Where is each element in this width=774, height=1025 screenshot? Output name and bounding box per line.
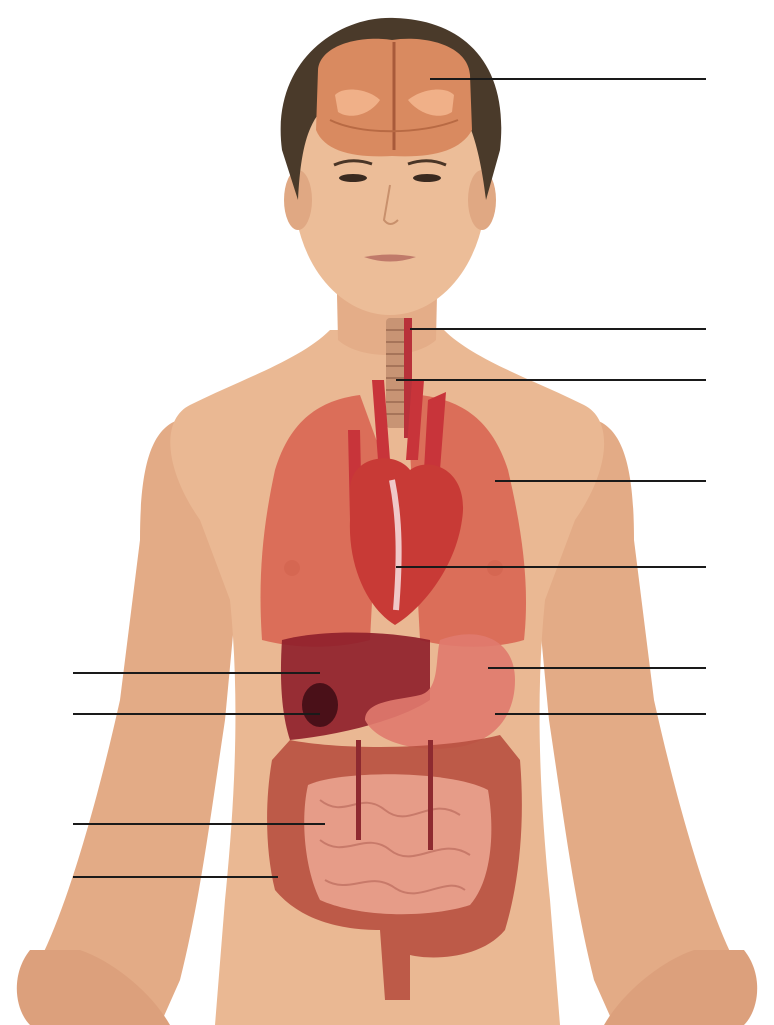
abdominal-vessel-left <box>356 740 361 840</box>
left-eye <box>339 174 367 182</box>
abdominal-vessel-right <box>428 740 433 850</box>
right-eye <box>413 174 441 182</box>
gallbladder <box>302 683 338 727</box>
small-intestine <box>304 774 491 914</box>
brain <box>316 39 472 157</box>
